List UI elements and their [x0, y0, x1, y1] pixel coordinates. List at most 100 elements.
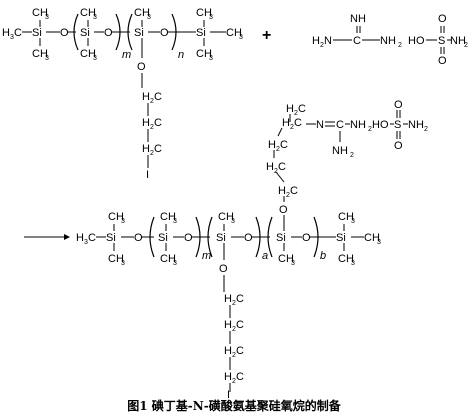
- svg-text:O: O: [219, 263, 228, 275]
- svg-text:CH: CH: [338, 253, 354, 265]
- svg-text:O: O: [244, 232, 253, 244]
- svg-text:C: C: [236, 293, 244, 305]
- product-repeat-label-b: b: [320, 250, 326, 262]
- svg-text:CH: CH: [160, 253, 176, 265]
- svg-text:3: 3: [231, 218, 235, 225]
- reactant-guanidine: NH H 2 N C NH 2: [312, 13, 402, 49]
- product-polysiloxane: H 3 C Si CH 3 CH 3 O Si CH 3 CH 3 O m Si…: [76, 99, 428, 401]
- svg-text:3: 3: [93, 14, 97, 21]
- svg-text:CH: CH: [278, 253, 294, 265]
- svg-text:3: 3: [209, 14, 213, 21]
- svg-text:CH: CH: [226, 27, 242, 39]
- atom-sulfur: S: [438, 35, 445, 47]
- svg-text:O: O: [394, 99, 403, 111]
- svg-text:3: 3: [291, 260, 295, 267]
- sub-3: 3: [10, 34, 14, 41]
- svg-text:H: H: [282, 117, 290, 129]
- svg-text:N: N: [324, 35, 332, 47]
- svg-text:H: H: [312, 35, 320, 47]
- svg-text:C: C: [336, 119, 344, 131]
- reactant-sulfamic-acid: O HO S NH 2 O: [408, 13, 468, 67]
- svg-text:3: 3: [173, 218, 177, 225]
- svg-text:C: C: [298, 103, 306, 115]
- svg-text:C: C: [280, 139, 288, 151]
- svg-text:O: O: [137, 61, 146, 73]
- svg-text:Si: Si: [106, 232, 116, 244]
- svg-text:2: 2: [320, 42, 324, 49]
- svg-text:H: H: [224, 371, 232, 383]
- svg-text:O: O: [394, 140, 403, 152]
- svg-text:Si: Si: [276, 232, 286, 244]
- atom-guanidine-c: C: [353, 35, 361, 47]
- svg-text:H: H: [142, 117, 150, 129]
- svg-text:3: 3: [173, 260, 177, 267]
- svg-text:HO: HO: [372, 119, 389, 131]
- svg-text:2: 2: [368, 126, 372, 133]
- svg-text:C: C: [236, 371, 244, 383]
- svg-text:O: O: [438, 13, 447, 25]
- svg-text:3: 3: [93, 55, 97, 62]
- svg-text:2: 2: [150, 98, 154, 105]
- svg-text:Si: Si: [216, 232, 226, 244]
- svg-text:CH: CH: [218, 211, 234, 223]
- reaction-arrow: [24, 234, 70, 240]
- atom-c: C: [14, 27, 22, 39]
- svg-text:2: 2: [232, 352, 236, 359]
- svg-text:O: O: [160, 27, 169, 39]
- svg-text:2: 2: [274, 168, 278, 175]
- atom-h3c: H: [2, 27, 10, 39]
- svg-text:H: H: [76, 232, 84, 244]
- svg-text:3: 3: [351, 260, 355, 267]
- svg-text:3: 3: [209, 55, 213, 62]
- svg-text:CH: CH: [364, 232, 380, 244]
- product-repeat-label-m: m: [202, 250, 211, 262]
- svg-text:H: H: [142, 143, 150, 155]
- svg-text:NH: NH: [350, 119, 366, 131]
- svg-text:O: O: [134, 232, 143, 244]
- svg-text:NH: NH: [332, 145, 348, 157]
- svg-text:CH: CH: [108, 253, 124, 265]
- svg-text:2: 2: [398, 42, 402, 49]
- svg-text:3: 3: [45, 55, 49, 62]
- svg-text:C: C: [294, 117, 302, 129]
- svg-text:2: 2: [464, 42, 468, 49]
- svg-text:C: C: [154, 91, 162, 103]
- svg-text:C: C: [290, 185, 298, 197]
- atom-si-terminal-left: Si: [32, 27, 42, 39]
- svg-text:2: 2: [350, 152, 354, 159]
- svg-text:C: C: [154, 143, 162, 155]
- atom-nh-imine: NH: [350, 13, 366, 25]
- svg-text:S: S: [394, 119, 401, 131]
- svg-text:H: H: [286, 103, 294, 115]
- svg-text:O: O: [104, 27, 113, 39]
- reactant-polysiloxane: H 3 C Si CH 3 CH 3 O Si CH 3 CH 3 O m Si…: [2, 7, 243, 181]
- repeat-label-m: m: [122, 49, 131, 61]
- svg-text:O: O: [438, 55, 447, 67]
- atom-si-repeat-n: Si: [134, 27, 144, 39]
- svg-text:3: 3: [377, 239, 381, 246]
- svg-text:C: C: [236, 319, 244, 331]
- svg-text:CH: CH: [134, 7, 150, 19]
- svg-text:3: 3: [121, 260, 125, 267]
- svg-text:I: I: [227, 389, 230, 401]
- svg-text:3: 3: [147, 14, 151, 21]
- atom-ch3-top: CH: [32, 7, 48, 19]
- svg-text:NH: NH: [450, 35, 466, 47]
- atom-n-imine-product: N: [316, 119, 324, 131]
- svg-text:NH: NH: [408, 119, 424, 131]
- svg-text:2: 2: [150, 150, 154, 157]
- product-repeat-label-a: a: [262, 250, 268, 262]
- svg-text:CH: CH: [80, 48, 96, 60]
- svg-text:2: 2: [150, 124, 154, 131]
- svg-text:C: C: [236, 345, 244, 357]
- svg-text:2: 2: [294, 110, 298, 117]
- svg-text:O: O: [279, 204, 288, 216]
- svg-text:H: H: [224, 345, 232, 357]
- svg-text:O: O: [184, 232, 193, 244]
- svg-text:CH: CH: [160, 211, 176, 223]
- svg-text:3: 3: [239, 34, 243, 41]
- svg-text:H: H: [224, 293, 232, 305]
- svg-text:3: 3: [351, 218, 355, 225]
- svg-text:CH: CH: [196, 7, 212, 19]
